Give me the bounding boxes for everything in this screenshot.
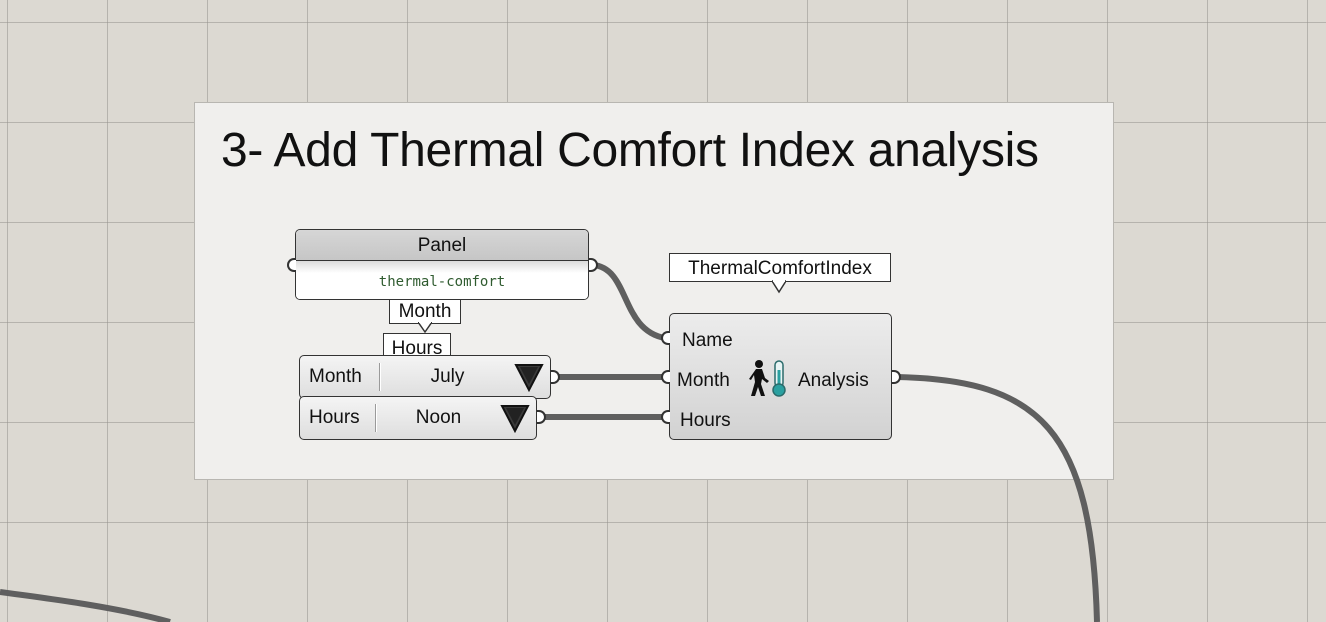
input-hours-label[interactable]: Hours: [680, 410, 731, 431]
panel-input-port[interactable]: [287, 258, 296, 272]
wire-outgoing-left[interactable]: [0, 589, 171, 622]
input-month-label[interactable]: Month: [677, 370, 730, 391]
hours-list-value[interactable]: Noon: [415, 407, 462, 428]
input-name-label[interactable]: Name: [682, 330, 733, 351]
hours-list-name: Hours: [309, 407, 360, 428]
month-tag: Month: [389, 299, 461, 324]
month-list-name: Month: [309, 366, 362, 387]
component-tag-pointer: [772, 280, 786, 294]
panel-title: Panel: [296, 230, 588, 261]
dropdown-arrow-icon[interactable]: [500, 403, 530, 433]
month-list-separator: [379, 363, 381, 391]
thermal-comfort-icon: [749, 360, 786, 397]
input-hours-port[interactable]: [661, 410, 670, 424]
input-month-port[interactable]: [661, 370, 670, 384]
month-list-value[interactable]: July: [430, 366, 465, 387]
thermal-comfort-index-component[interactable]: Name Month Hours Analysis: [669, 313, 892, 440]
input-name-port[interactable]: [661, 331, 670, 345]
month-tag-pointer: [418, 322, 432, 334]
hours-tag: Hours: [383, 333, 451, 357]
group-title: 3- Add Thermal Comfort Index analysis: [221, 124, 1039, 177]
month-value-list[interactable]: Month July: [299, 355, 551, 399]
panel-component[interactable]: Panel thermal-comfort: [295, 229, 589, 300]
panel-content[interactable]: thermal-comfort: [296, 261, 588, 299]
hours-value-list[interactable]: Hours Noon: [299, 396, 537, 440]
hours-list-separator: [375, 404, 377, 432]
dropdown-arrow-icon[interactable]: [514, 362, 544, 392]
output-analysis-label[interactable]: Analysis: [798, 370, 869, 391]
component-name-tag: ThermalComfortIndex: [669, 253, 891, 282]
